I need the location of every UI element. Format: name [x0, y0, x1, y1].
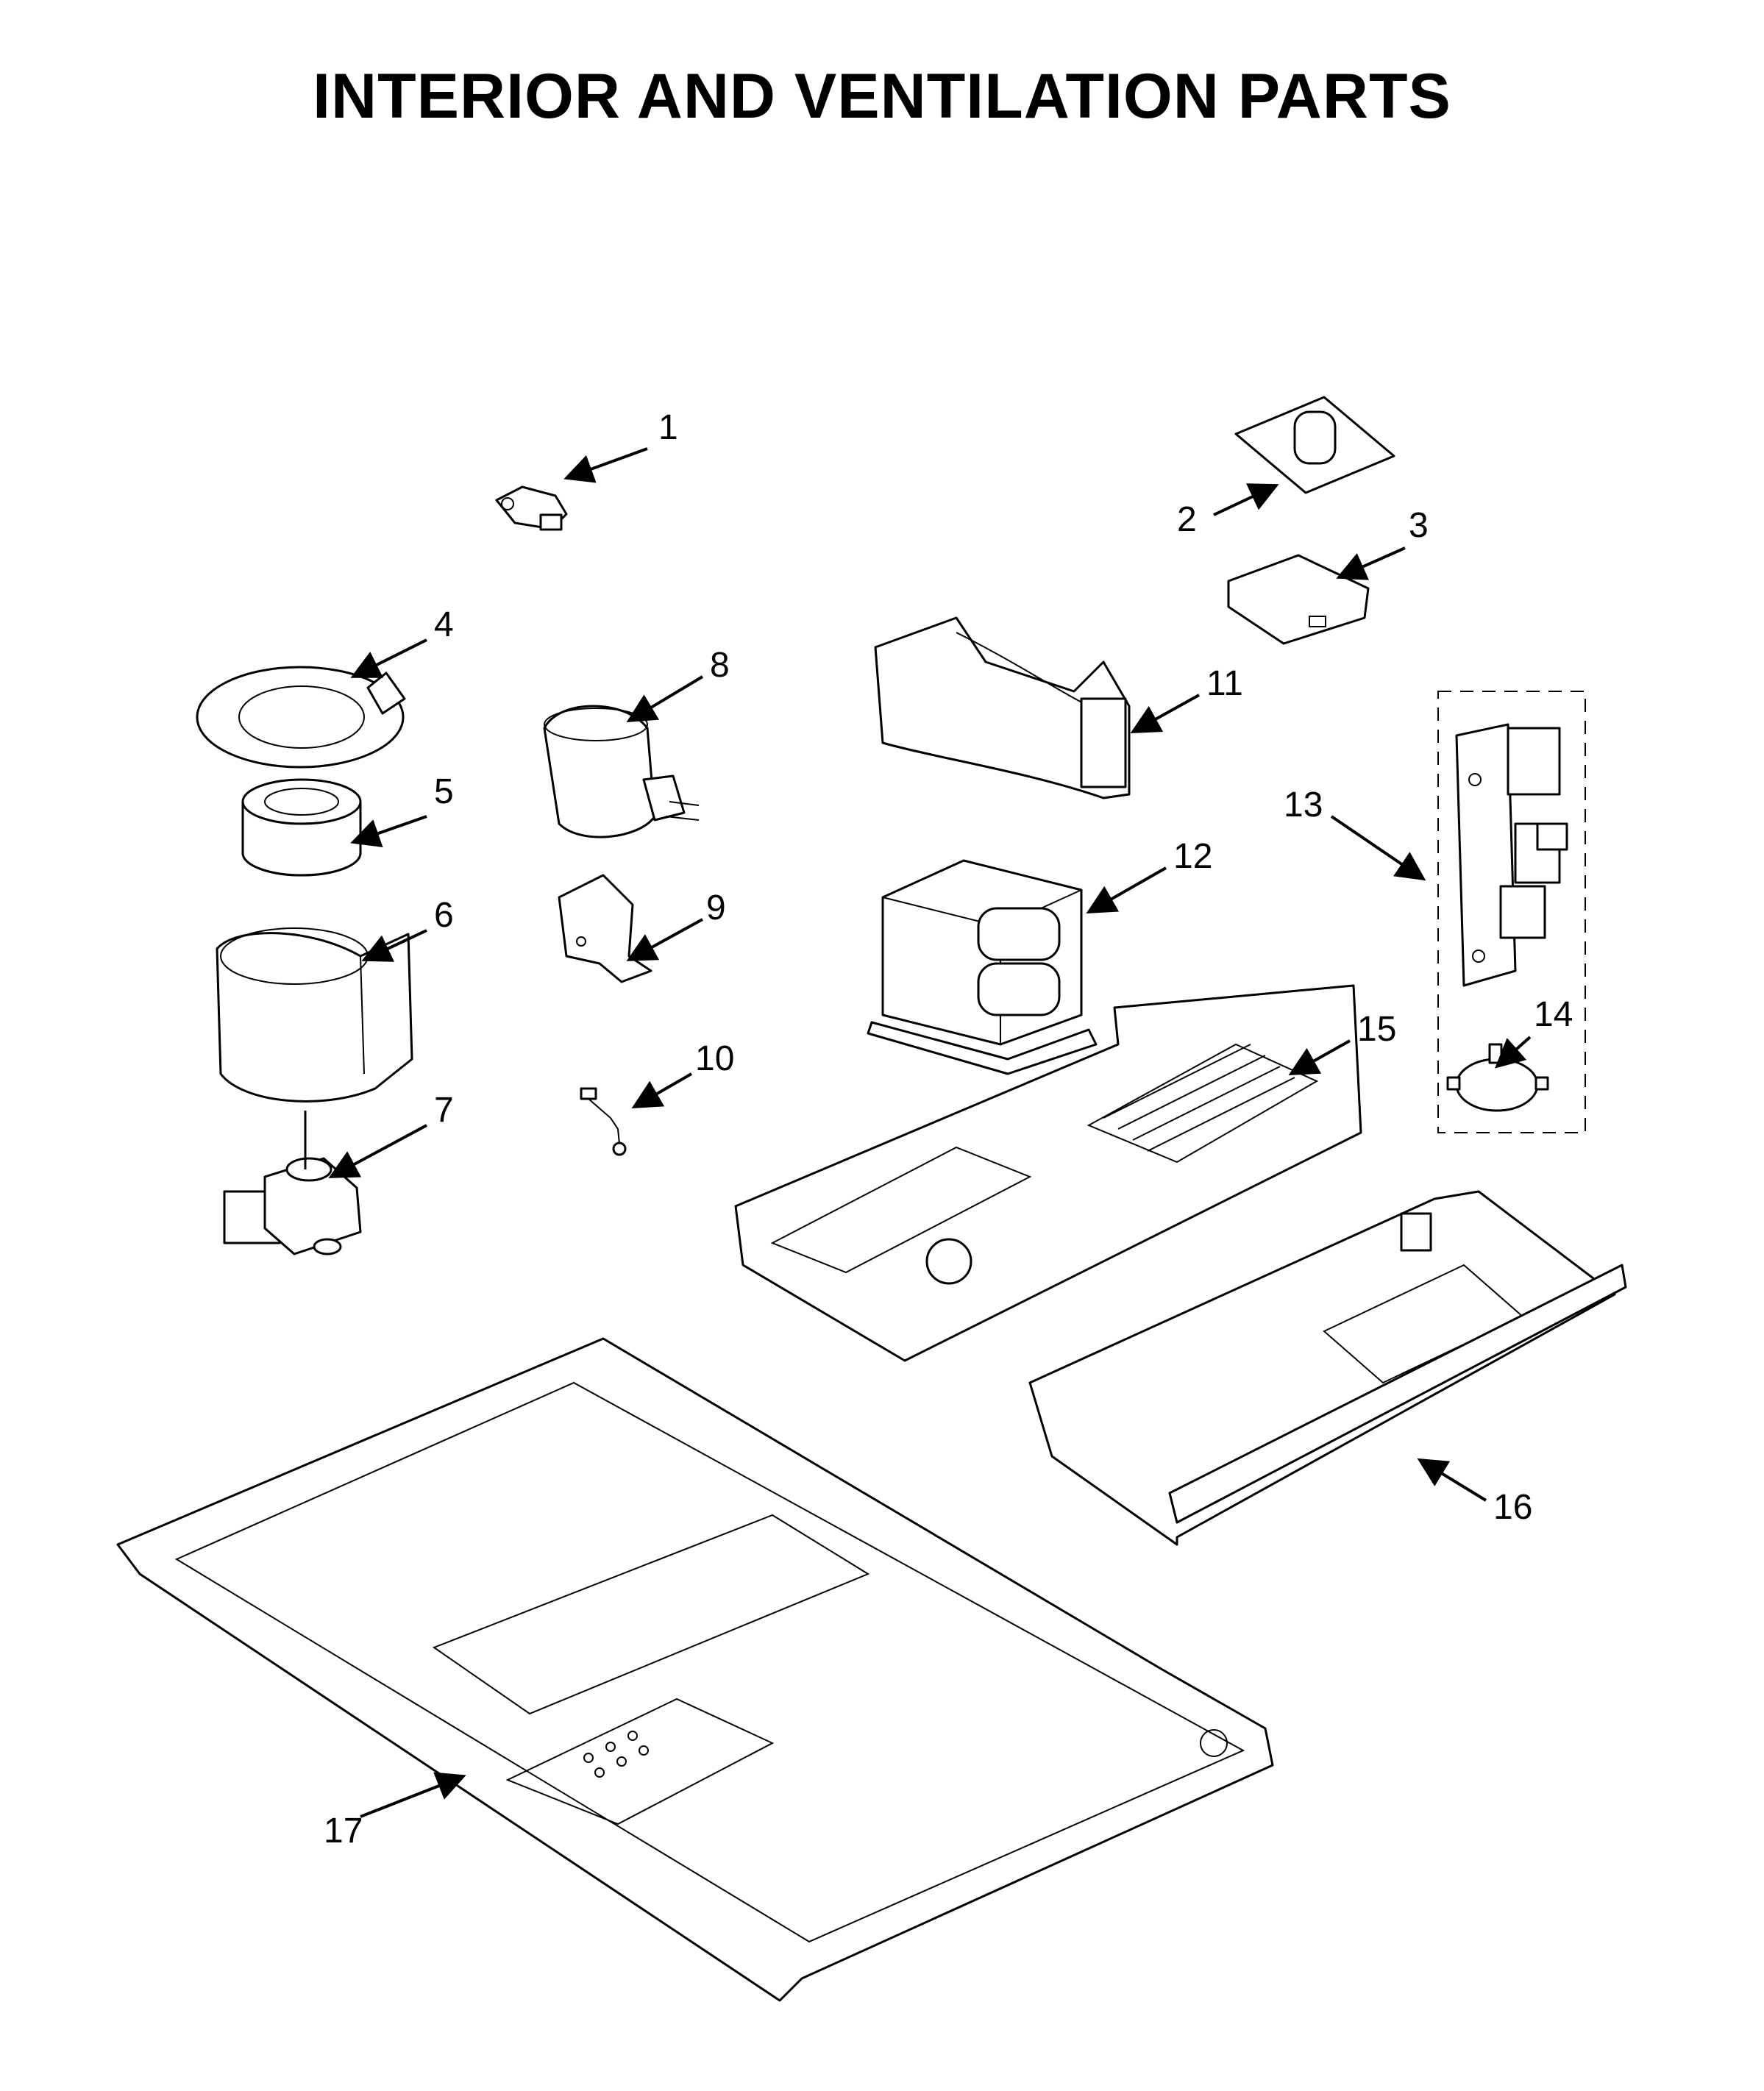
- part-11-air-guide[interactable]: [874, 616, 1131, 799]
- part-2-switch-plate[interactable]: [1234, 396, 1395, 494]
- part-5-blower-wheel[interactable]: [241, 778, 362, 877]
- part-1-thermal-cutout[interactable]: [495, 485, 568, 531]
- callout-9: 9: [706, 888, 726, 927]
- callout-10: 10: [695, 1039, 734, 1078]
- part-8-capacitor[interactable]: [543, 705, 700, 838]
- part-3-bracket[interactable]: [1227, 554, 1370, 645]
- callout-15: 15: [1357, 1010, 1396, 1049]
- callout-12: 12: [1173, 837, 1212, 876]
- part-9-capacitor-bracket[interactable]: [558, 874, 652, 983]
- callout-11: 11: [1206, 664, 1243, 703]
- part-10-diode[interactable]: [580, 1087, 627, 1156]
- callout-6: 6: [434, 896, 454, 935]
- page-title: INTERIOR AND VENTILATION PARTS: [313, 61, 1451, 132]
- callout-5: 5: [434, 772, 454, 811]
- callout-4: 4: [434, 605, 454, 644]
- part-13-door-latch-assembly[interactable]: [1437, 691, 1586, 1133]
- callout-14: 14: [1534, 995, 1573, 1034]
- part-16-frame-rail[interactable]: [1028, 1190, 1627, 1546]
- part-17-cavity-bottom[interactable]: [116, 1337, 1274, 2002]
- callout-16: 16: [1493, 1488, 1532, 1527]
- part-14-turntable-motor[interactable]: [1446, 1043, 1549, 1112]
- callout-17: 17: [324, 1812, 363, 1850]
- callout-3: 3: [1409, 506, 1429, 545]
- callout-2: 2: [1177, 500, 1197, 539]
- callout-13: 13: [1284, 786, 1323, 824]
- callout-labels: 1 2 3 4 5 6 7 8 9 10 11 12 13 14 15 16 1…: [324, 408, 1573, 1850]
- callout-7: 7: [434, 1091, 454, 1130]
- callout-1: 1: [658, 408, 678, 447]
- callout-8: 8: [710, 646, 730, 685]
- part-12-transformer[interactable]: [867, 859, 1098, 1075]
- part-15-base-plate[interactable]: [734, 984, 1362, 1362]
- part-4-fan-orifice[interactable]: [196, 666, 406, 769]
- part-6-blower-housing[interactable]: [216, 927, 413, 1103]
- part-7-fan-motor[interactable]: [223, 1111, 362, 1255]
- leader-arrows: [328, 447, 1532, 1818]
